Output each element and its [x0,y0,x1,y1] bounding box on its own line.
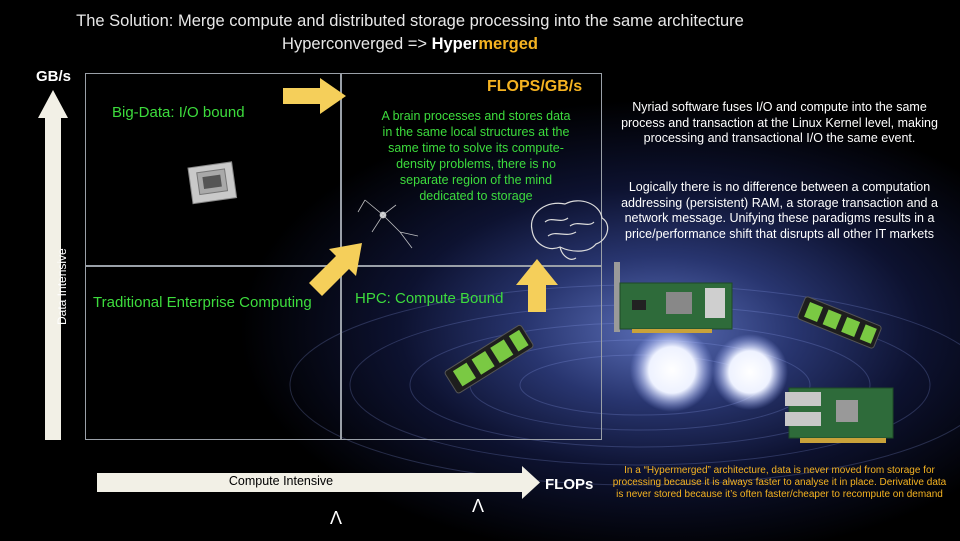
subtitle-merged: merged [478,35,538,53]
hypermerged-note: In a “Hypermerged” architecture, data is… [612,465,947,500]
quadrant-top-right-text: A brain processes and stores data in the… [381,109,571,203]
logo-icon: Λ [472,496,485,516]
description-paragraph-2: Logically there is no difference between… [621,180,938,241]
brain-icon [530,200,609,260]
gpu-card-icon [444,324,534,394]
subtitle-hyper: Hyper [431,35,479,53]
up-arrow-icon [516,259,558,312]
cpu-chip-icon [187,161,238,205]
x-axis-unit: FLOPs [545,476,594,493]
quadrant-bottom-right-label: HPC: Compute Bound [355,290,504,307]
quadrant-top-right-title: FLOPS/GB/s [487,78,583,95]
x-axis-label: Compute Intensive [228,474,334,488]
x-axis-arrowhead [522,466,540,499]
y-axis-arrow [38,90,68,440]
glow-orb-icon [712,334,788,410]
quadrant-bottom-left-label: Traditional Enterprise Computing [93,294,312,311]
raid-card-icon [614,262,733,333]
right-arrow-icon [283,78,346,114]
neuron-icon [357,199,419,249]
diagonal-arrow-icon [309,243,362,296]
slide-title: The Solution: Merge compute and distribu… [76,12,744,30]
glow-orb-icon [630,328,714,412]
quadrant-top-left-label: Big-Data: I/O bound [112,104,245,121]
x-axis-arrow [97,473,522,492]
description-paragraph-1: Nyriad software fuses I/O and compute in… [621,100,938,145]
slide-subtitle: Hyperconverged => Hypermerged [0,35,820,54]
subtitle-prefix: Hyperconverged => [282,35,432,53]
gpu-card-icon [797,296,882,349]
y-axis-unit: GB/s [36,68,72,85]
quadrant-grid [85,73,602,440]
y-axis-label: Data Intensive [55,248,69,325]
network-card-icon [785,387,894,443]
logo-icon: Λ [330,508,343,528]
